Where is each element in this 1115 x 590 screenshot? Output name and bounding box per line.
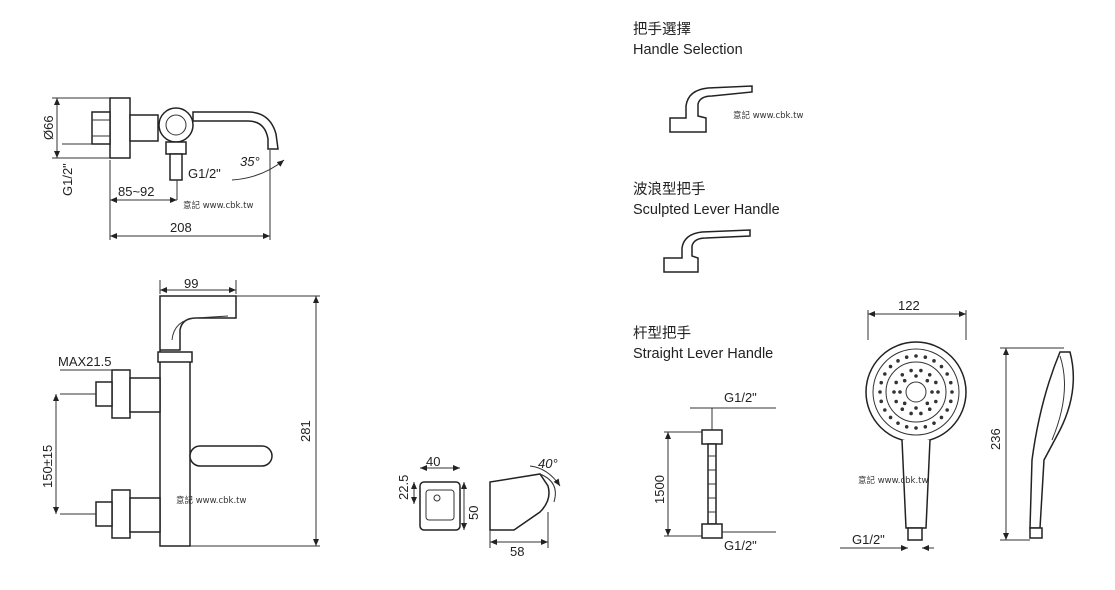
- nozzle-dot: [892, 390, 896, 394]
- nozzle-dot: [888, 415, 893, 420]
- watermark-front: 意記 www.cbk.tw: [176, 495, 247, 506]
- holder-width-label: 40: [426, 454, 440, 469]
- nozzle-dot: [878, 390, 882, 394]
- nozzle-dot: [923, 424, 928, 429]
- nozzle-dot: [930, 390, 934, 394]
- nozzle-dot: [879, 399, 884, 404]
- watermark-handle: 意記 www.cbk.tw: [733, 110, 804, 121]
- nozzle-dot: [902, 401, 907, 406]
- nozzle-dot: [914, 354, 918, 358]
- nozzle-dot: [900, 407, 905, 412]
- handle-1-drawing: [669, 85, 753, 133]
- nozzle-dot: [898, 390, 902, 394]
- nozzle-dot: [945, 408, 949, 412]
- handle-sculpted-drawing: [663, 229, 751, 273]
- top-dia-label: Ø66: [41, 115, 56, 140]
- nozzle-dot: [888, 364, 893, 369]
- nozzle-dot: [914, 406, 918, 410]
- nozzle-dot: [883, 408, 887, 412]
- nozzle-dot: [894, 399, 898, 404]
- nozzle-dot: [925, 401, 930, 406]
- nozzle-dot: [934, 399, 938, 404]
- handle-title-en: Handle Selection: [633, 42, 743, 58]
- hose-bottom-label: G1/2": [724, 538, 757, 553]
- front-height-label: 281: [298, 420, 313, 442]
- top-angle-label: 35°: [240, 154, 260, 169]
- nozzle-dot: [925, 378, 930, 383]
- handle-straight-en: Straight Lever Handle: [633, 346, 773, 362]
- holder-depth-label: 58: [510, 544, 524, 559]
- watermark-top: 意記 www.cbk.tw: [183, 200, 254, 211]
- nozzle-dot: [914, 374, 918, 378]
- handle-sculpted-zh: 波浪型把手: [633, 181, 706, 198]
- front-spacing-label: 150±15: [40, 445, 55, 488]
- nozzle-dot: [900, 372, 905, 377]
- nozzle-dot: [902, 378, 907, 383]
- handle-sculpted-en: Sculpted Lever Handle: [633, 202, 780, 218]
- top-range-label: 85~92: [118, 184, 155, 199]
- shower-width-label: 122: [898, 298, 920, 313]
- nozzle-dot: [919, 368, 923, 373]
- hose-drawing: [664, 407, 776, 539]
- handle-straight-zh: 杆型把手: [633, 325, 691, 342]
- top-length-label: 208: [170, 220, 192, 235]
- nozzle-dot: [932, 359, 936, 363]
- top-view-drawing: [52, 97, 285, 240]
- nozzle-dot: [950, 390, 954, 394]
- nozzle-dot: [896, 421, 900, 425]
- front-max-label: MAX21.5: [58, 354, 111, 369]
- nozzle-dot: [904, 424, 909, 429]
- holder-drawing: [411, 465, 561, 548]
- shower-head-drawing: [840, 310, 1075, 551]
- nozzle-dot: [939, 415, 944, 420]
- nozzle-dot: [948, 399, 953, 404]
- holder-h1-label: 22.5: [396, 475, 411, 500]
- nozzle-dot: [927, 372, 932, 377]
- watermark-shower: 意記 www.cbk.tw: [858, 475, 929, 486]
- shower-length-label: 236: [988, 428, 1003, 450]
- nozzle-dot: [932, 421, 936, 425]
- nozzle-dot: [939, 364, 944, 369]
- shower-thread-label: G1/2": [852, 532, 885, 547]
- nozzle-dot: [936, 390, 940, 394]
- nozzle-dot: [948, 380, 953, 385]
- nozzle-dot: [883, 372, 887, 376]
- nozzle-dot: [945, 372, 949, 376]
- top-thread-left-label: G1/2": [60, 163, 75, 196]
- nozzle-dot: [909, 368, 913, 373]
- hose-top-label: G1/2": [724, 390, 757, 405]
- nozzle-dot: [896, 359, 900, 363]
- holder-angle-label: 40°: [538, 456, 558, 471]
- nozzle-dot: [879, 380, 884, 385]
- hose-length-label: 1500: [652, 475, 667, 504]
- nozzle-dot: [914, 426, 918, 430]
- nozzle-dot: [909, 411, 913, 416]
- nozzle-dot: [919, 411, 923, 416]
- handle-title-zh: 把手選擇: [633, 21, 691, 38]
- front-width-label: 99: [184, 276, 198, 291]
- nozzle-dot: [923, 355, 928, 360]
- holder-h2-label: 50: [466, 506, 481, 520]
- front-view-drawing: [53, 280, 320, 547]
- nozzle-dot: [894, 380, 898, 385]
- nozzle-dot: [927, 407, 932, 412]
- nozzle-dot: [934, 380, 938, 385]
- top-thread-bottom-label: G1/2": [188, 166, 221, 181]
- nozzle-dot: [904, 355, 909, 360]
